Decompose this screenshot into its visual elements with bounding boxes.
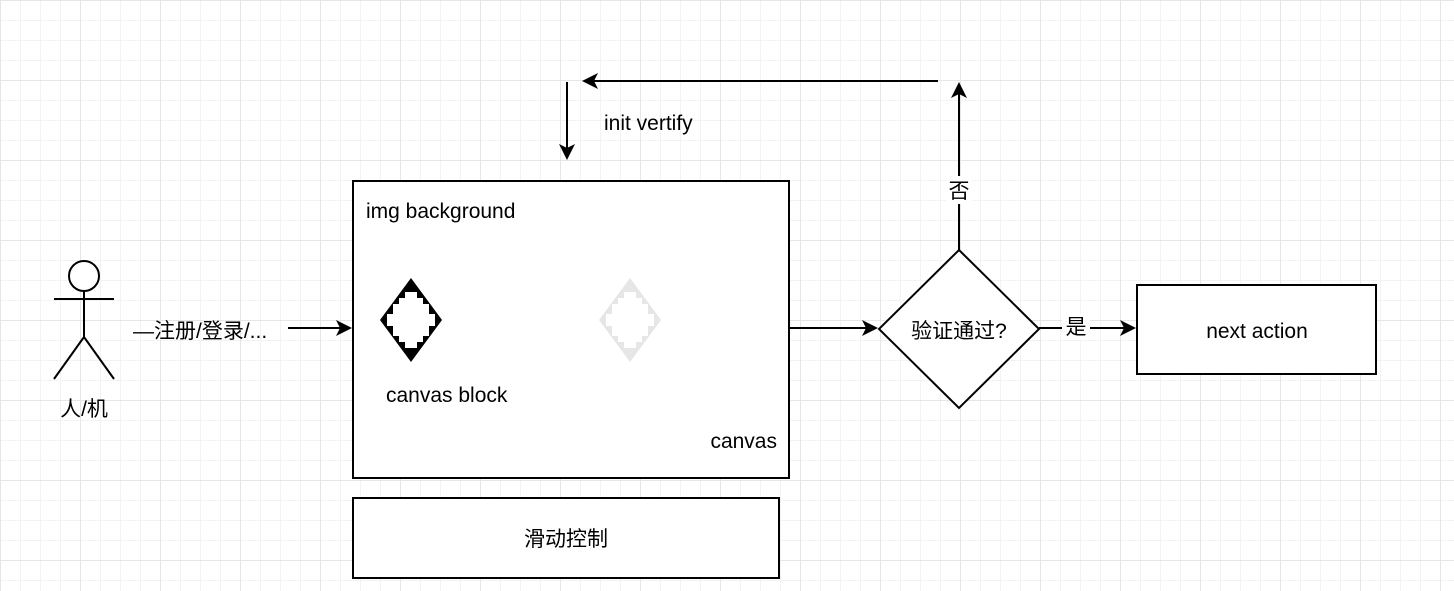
actor-label: 人/机 bbox=[60, 398, 108, 421]
edge-label-no: 否 bbox=[949, 180, 970, 203]
actor-figure bbox=[53, 260, 115, 380]
canvas-label: canvas bbox=[710, 430, 777, 453]
edge-label-bg-no bbox=[946, 176, 972, 204]
puzzle-slot-icon bbox=[599, 278, 661, 362]
edge-label-init-verify: init vertify bbox=[604, 112, 693, 135]
edge-label-bg-yes bbox=[1062, 314, 1090, 340]
puzzle-piece-icon bbox=[380, 278, 442, 362]
edge-label-yes: 是 bbox=[1066, 316, 1087, 339]
slider-control-box bbox=[352, 497, 780, 579]
canvas-block-label: canvas block bbox=[386, 384, 508, 407]
edge-decision-retry bbox=[559, 73, 967, 250]
decision-label: 验证通过? bbox=[911, 320, 1007, 343]
edge-actor-to-canvas bbox=[288, 320, 352, 336]
decision-diamond bbox=[877, 248, 1041, 410]
canvas-box-title: img background bbox=[366, 200, 515, 223]
edge-label-register-login: —注册/登录/... bbox=[133, 320, 267, 343]
slider-control-label: 滑动控制 bbox=[524, 528, 608, 551]
edge-canvas-to-decision bbox=[789, 320, 878, 336]
next-action-box bbox=[1136, 284, 1377, 375]
next-action-label: next action bbox=[1206, 320, 1308, 343]
